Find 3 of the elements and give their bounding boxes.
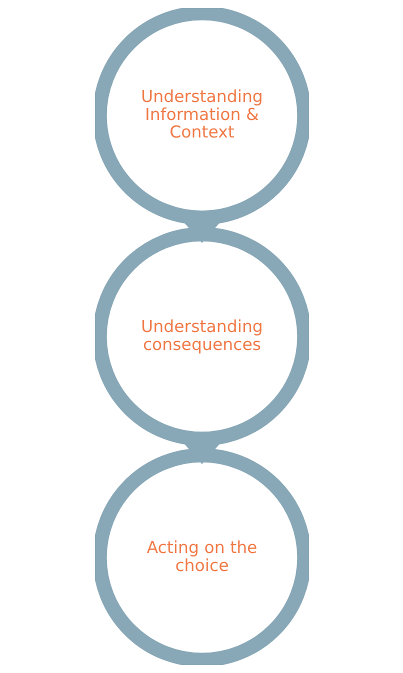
node-circle: Understanding consequences <box>94 227 308 446</box>
node-circle: Understanding Information & Context <box>94 8 308 225</box>
node-circle: Acting on the choice <box>94 448 308 665</box>
